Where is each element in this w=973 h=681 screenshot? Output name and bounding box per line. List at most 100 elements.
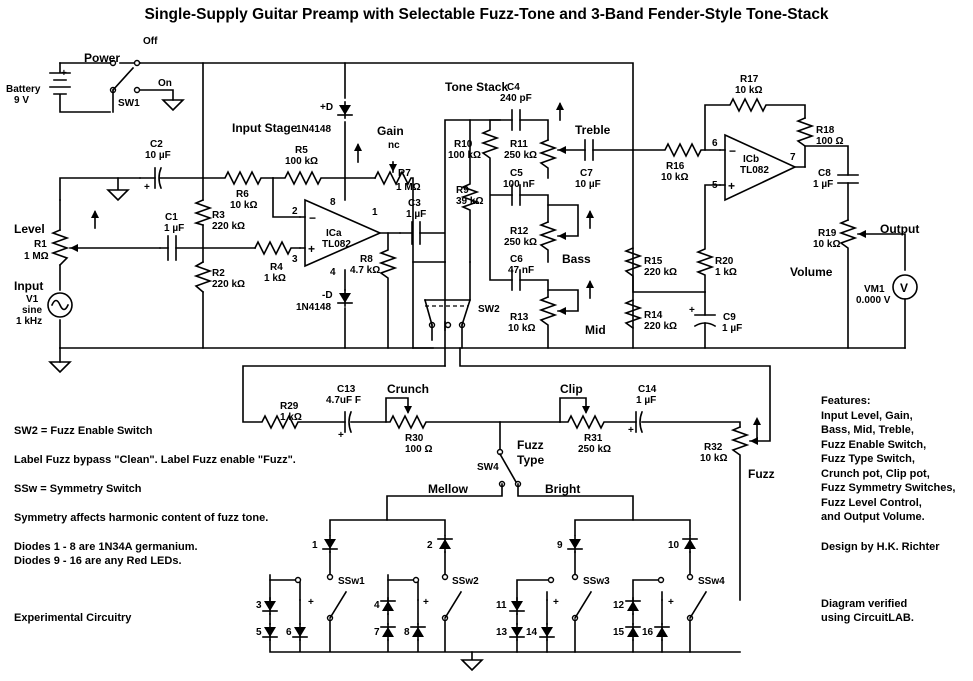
level-label: Level xyxy=(14,222,45,236)
svg-text:R10: R10 xyxy=(454,139,473,150)
svg-text:C8: C8 xyxy=(818,168,831,179)
svg-text:16: 16 xyxy=(642,627,654,638)
svg-text:1 kΩ: 1 kΩ xyxy=(280,412,302,423)
capacitor-c9: + C9 1 µF xyxy=(689,291,742,349)
design-credit: Design by H.K. Richter xyxy=(821,541,940,553)
tone-stack-label: Tone Stack xyxy=(445,80,508,94)
r2-name: R2 xyxy=(212,268,225,279)
r6-name: R6 xyxy=(236,189,249,200)
v1-name: V1 xyxy=(26,294,39,305)
svg-text:100 Ω: 100 Ω xyxy=(405,444,432,455)
crunch-label: Crunch xyxy=(387,382,429,396)
r4-value: 1 kΩ xyxy=(264,273,286,284)
svg-text:5: 5 xyxy=(712,180,718,191)
mid-control[interactable]: Mid xyxy=(585,280,606,337)
c1-value: 1 µF xyxy=(164,223,184,234)
svg-text:VM1: VM1 xyxy=(864,284,885,295)
fuzz-label: Fuzz xyxy=(748,467,775,481)
feature-item: Fuzz Symmetry Switches, xyxy=(821,482,956,494)
svg-text:R29: R29 xyxy=(280,401,299,412)
svg-text:10 kΩ: 10 kΩ xyxy=(700,453,727,464)
svg-text:1 µF: 1 µF xyxy=(722,323,742,334)
svg-text:10 kΩ: 10 kΩ xyxy=(508,323,535,334)
feature-item: Input Level, Gain, xyxy=(821,409,913,422)
note-diodes-2: Diodes 9 - 16 are any Red LEDs. xyxy=(14,555,182,567)
svg-text:6: 6 xyxy=(712,138,718,149)
feature-item: Fuzz Enable Switch, xyxy=(821,438,927,451)
ground-symbol-fuzz xyxy=(460,651,484,672)
svg-text:R32: R32 xyxy=(704,442,723,453)
treble-label: Treble xyxy=(575,123,611,137)
svg-text:+: + xyxy=(668,597,674,608)
svg-text:ICb: ICb xyxy=(743,154,759,165)
svg-text:39 kΩ: 39 kΩ xyxy=(456,196,483,207)
svg-text:+: + xyxy=(308,597,314,608)
off-label: Off xyxy=(143,36,158,47)
svg-text:R12: R12 xyxy=(510,226,529,237)
bright-label: Bright xyxy=(545,482,580,496)
svg-text:220 kΩ: 220 kΩ xyxy=(644,321,677,332)
bass-control[interactable]: Bass xyxy=(562,210,594,266)
fuzz-enable-switch-sw2[interactable]: SW2 xyxy=(412,261,500,367)
r2-value: 220 kΩ xyxy=(212,279,245,290)
opamp-icb: − + ICb TL082 6 5 7 R17 10 kΩ xyxy=(704,74,806,202)
svg-text:1: 1 xyxy=(312,540,318,551)
svg-text:4.7uF F: 4.7uF F xyxy=(326,395,361,406)
resistor-r3: R3 220 kΩ xyxy=(193,198,245,232)
r6-value: 10 kΩ xyxy=(230,200,257,211)
level-pot-r1[interactable]: Level R1 1 MΩ xyxy=(14,177,161,267)
svg-text:R19: R19 xyxy=(818,228,837,239)
svg-text:2: 2 xyxy=(292,206,298,217)
svg-text:14: 14 xyxy=(526,627,538,638)
ica-part: TL082 xyxy=(322,239,351,250)
resistor-r16: R16 10 kΩ xyxy=(632,142,721,183)
feature-item: and Output Volume. xyxy=(821,511,925,523)
svg-text:8: 8 xyxy=(404,627,410,638)
note-symmetry: Symmetry affects harmonic content of fuz… xyxy=(14,512,269,524)
verified-credit-2: using CircuitLAB. xyxy=(821,612,914,624)
svg-text:250 kΩ: 250 kΩ xyxy=(504,150,537,161)
svg-text:240 pF: 240 pF xyxy=(500,93,532,104)
svg-text:+: + xyxy=(423,597,429,608)
svg-text:1 µF: 1 µF xyxy=(406,209,426,220)
treble-control[interactable]: Treble C7 10 µF xyxy=(556,102,634,190)
fuzz-chain: R29 1 kΩ C13 4.7uF F + Crunch R30 100 Ω … xyxy=(242,347,775,601)
svg-text:1 kΩ: 1 kΩ xyxy=(715,267,737,278)
r4-name: R4 xyxy=(270,262,283,273)
svg-text:C9: C9 xyxy=(723,312,736,323)
svg-text:-D: -D xyxy=(322,290,333,301)
r5-name: R5 xyxy=(295,145,308,156)
svg-text:100 Ω: 100 Ω xyxy=(816,136,843,147)
opamp-ica: + − + ICa TL082 2 3 1 8 4 xyxy=(292,197,401,278)
power-switch-sw1[interactable]: Power Off On SW1 xyxy=(84,36,185,113)
svg-text:10: 10 xyxy=(668,540,680,551)
diode-pos-d: +D 1N4148 xyxy=(296,101,353,135)
feature-item: Fuzz Level Control, xyxy=(821,496,922,509)
svg-text:11: 11 xyxy=(496,600,507,611)
ground-symbol-input xyxy=(48,361,72,374)
svg-text:C6: C6 xyxy=(510,254,523,265)
svg-text:7: 7 xyxy=(374,627,380,638)
gain-pot-r7[interactable]: Gain nc R7 1 MΩ xyxy=(373,124,421,349)
svg-text:8: 8 xyxy=(330,197,336,208)
battery-value: 9 V xyxy=(14,95,29,106)
capacitor-c1: C1 1 µF xyxy=(159,212,256,261)
diode-neg-d: -D 1N4148 xyxy=(296,289,353,313)
svg-text:10 kΩ: 10 kΩ xyxy=(661,172,688,183)
resistor-r2: R2 220 kΩ xyxy=(193,260,245,294)
svg-text:R20: R20 xyxy=(715,256,734,267)
bass-label: Bass xyxy=(562,252,591,266)
svg-text:13: 13 xyxy=(496,627,508,638)
svg-text:10 kΩ: 10 kΩ xyxy=(735,85,762,96)
input-label: Input xyxy=(14,279,43,293)
r7-value: 1 MΩ xyxy=(396,182,421,193)
svg-text:4.7 kΩ: 4.7 kΩ xyxy=(350,265,380,276)
volume-pot-r19[interactable]: R19 10 kΩ Volume Output xyxy=(790,218,919,349)
svg-text:220 kΩ: 220 kΩ xyxy=(644,267,677,278)
tone-stack: C4 240 pF R10 100 kΩ R11 250 kΩ C5 100 n… xyxy=(448,82,579,349)
svg-text:R11: R11 xyxy=(510,139,528,150)
fuzz-type-switch-sw4[interactable]: Fuzz Type SW4 Mellow Bright xyxy=(386,421,634,521)
svg-text:Type: Type xyxy=(517,453,544,467)
svg-text:SW2: SW2 xyxy=(478,304,500,315)
